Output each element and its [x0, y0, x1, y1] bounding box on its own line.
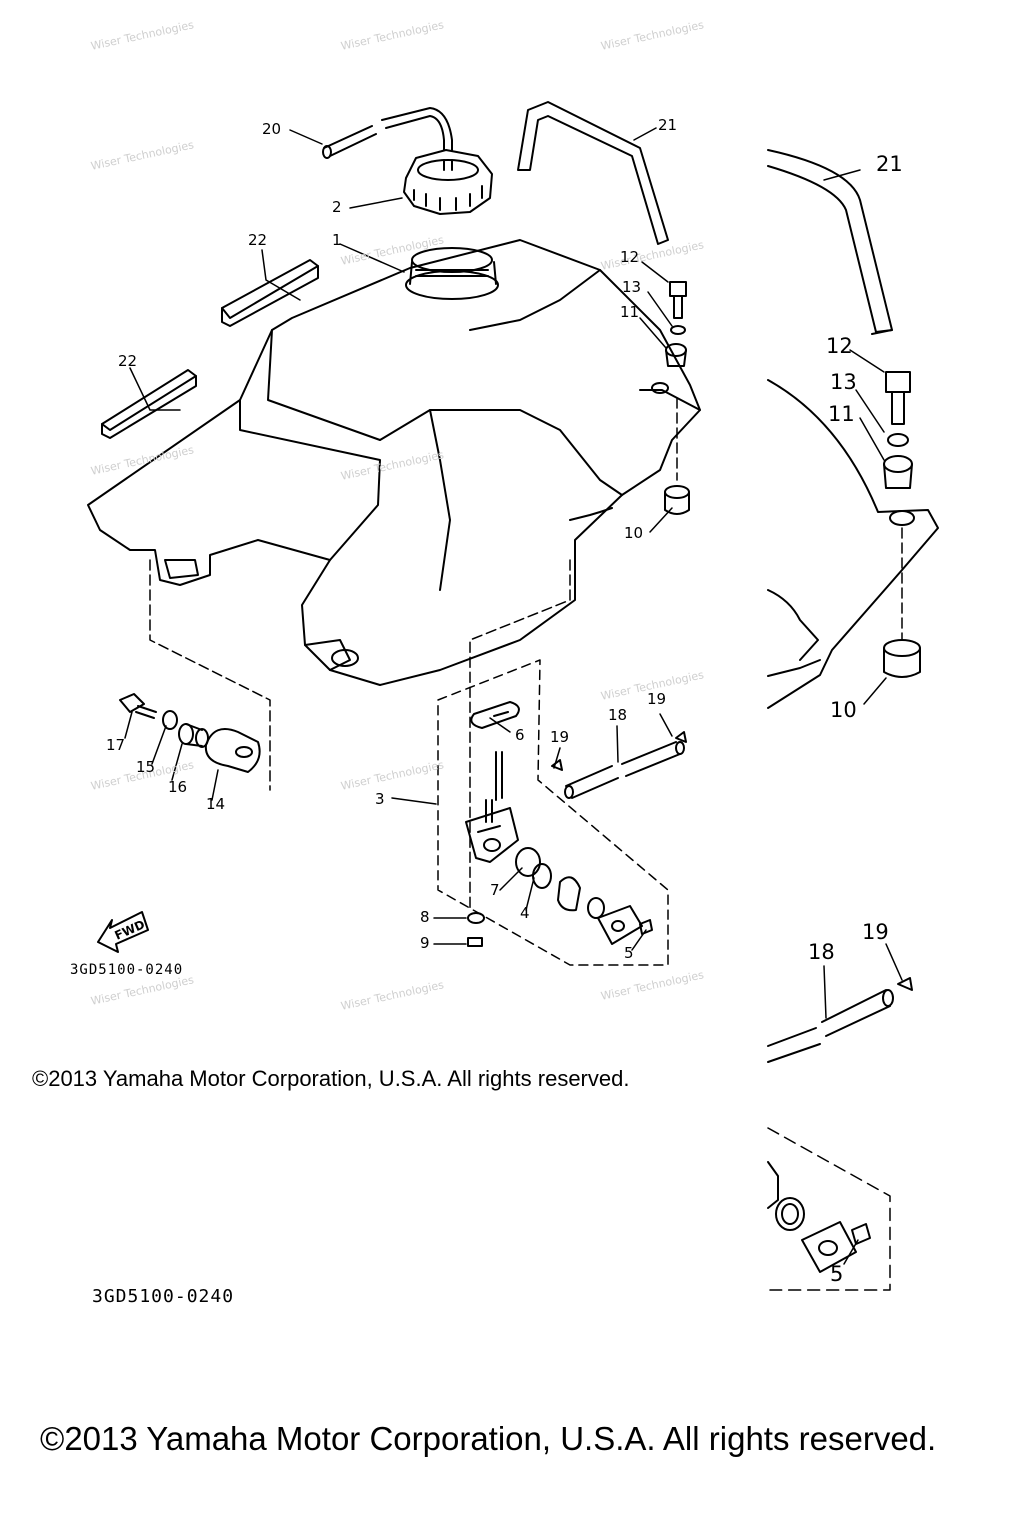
fuel-cock-group — [437, 659, 669, 966]
callout-4: 4 — [520, 904, 530, 922]
tank-strap — [517, 101, 669, 245]
callout-22: 22 — [118, 352, 138, 370]
zoom-bolt-assembly — [849, 349, 913, 489]
callout-5: 5 — [624, 944, 634, 962]
callout-6: 6 — [515, 726, 525, 744]
callout-10: 10 — [624, 524, 644, 542]
callout-18: 18 — [608, 706, 628, 724]
collar — [178, 723, 209, 748]
callout-21: 21 — [658, 116, 678, 134]
callout-3: 3 — [375, 790, 385, 808]
copyright-large: ©2013 Yamaha Motor Corporation, U.S.A. A… — [40, 1420, 937, 1457]
callout-11: 11 — [620, 303, 640, 321]
vent-hose — [322, 107, 453, 159]
zoom-callout-5: 5 — [830, 1262, 844, 1286]
filler-neck — [405, 247, 499, 300]
fuel-tank — [87, 239, 701, 686]
callout-12: 12 — [620, 248, 640, 266]
zoom-callout-21: 21 — [876, 152, 903, 176]
zoom-hose — [767, 943, 913, 1063]
diagram-code-large: 3GD5100-0240 — [92, 1286, 235, 1307]
callout-22: 22 — [248, 231, 268, 249]
mount-bolt — [119, 693, 157, 719]
callout-15: 15 — [136, 758, 156, 776]
callout-1: 1 — [332, 231, 342, 249]
callout-20: 20 — [262, 120, 282, 138]
grommet — [664, 485, 690, 515]
zoom-callout-13: 13 — [830, 370, 857, 394]
zoom-callout-19: 19 — [862, 920, 889, 944]
zoom-grommet — [863, 639, 921, 705]
callout-14: 14 — [206, 795, 226, 813]
callout-9: 9 — [420, 934, 430, 952]
zoom-callout-10: 10 — [830, 698, 857, 722]
callout-7: 7 — [490, 881, 500, 899]
tank-pad-lower — [101, 369, 197, 439]
zoom-callout-11: 11 — [828, 402, 855, 426]
zoom-strap — [767, 149, 893, 335]
callout-17: 17 — [106, 736, 126, 754]
callout-19: 19 — [647, 690, 667, 708]
callout-16: 16 — [168, 778, 188, 796]
alignment-lines — [149, 397, 678, 911]
callout-13: 13 — [622, 278, 642, 296]
tank-pad-upper — [221, 259, 319, 327]
fwd-arrow — [97, 911, 149, 953]
zoom-callout-12: 12 — [826, 334, 853, 358]
zoom-tank-corner — [767, 379, 939, 709]
callout-19: 19 — [550, 728, 570, 746]
fuel-hose — [551, 731, 687, 799]
washer — [162, 710, 178, 730]
zoom-callout-18: 18 — [808, 940, 835, 964]
diagram-code-small: 3GD5100-0240 — [70, 962, 184, 978]
callout-2: 2 — [332, 198, 342, 216]
fuel-cap — [403, 149, 493, 215]
bolt-washer-collar — [665, 281, 687, 367]
copyright-small: ©2013 Yamaha Motor Corporation, U.S.A. A… — [32, 1066, 630, 1091]
leader-lines — [124, 127, 673, 951]
damper — [204, 728, 261, 773]
callout-8: 8 — [420, 908, 430, 926]
zoom-fuel-cock — [767, 1127, 891, 1291]
